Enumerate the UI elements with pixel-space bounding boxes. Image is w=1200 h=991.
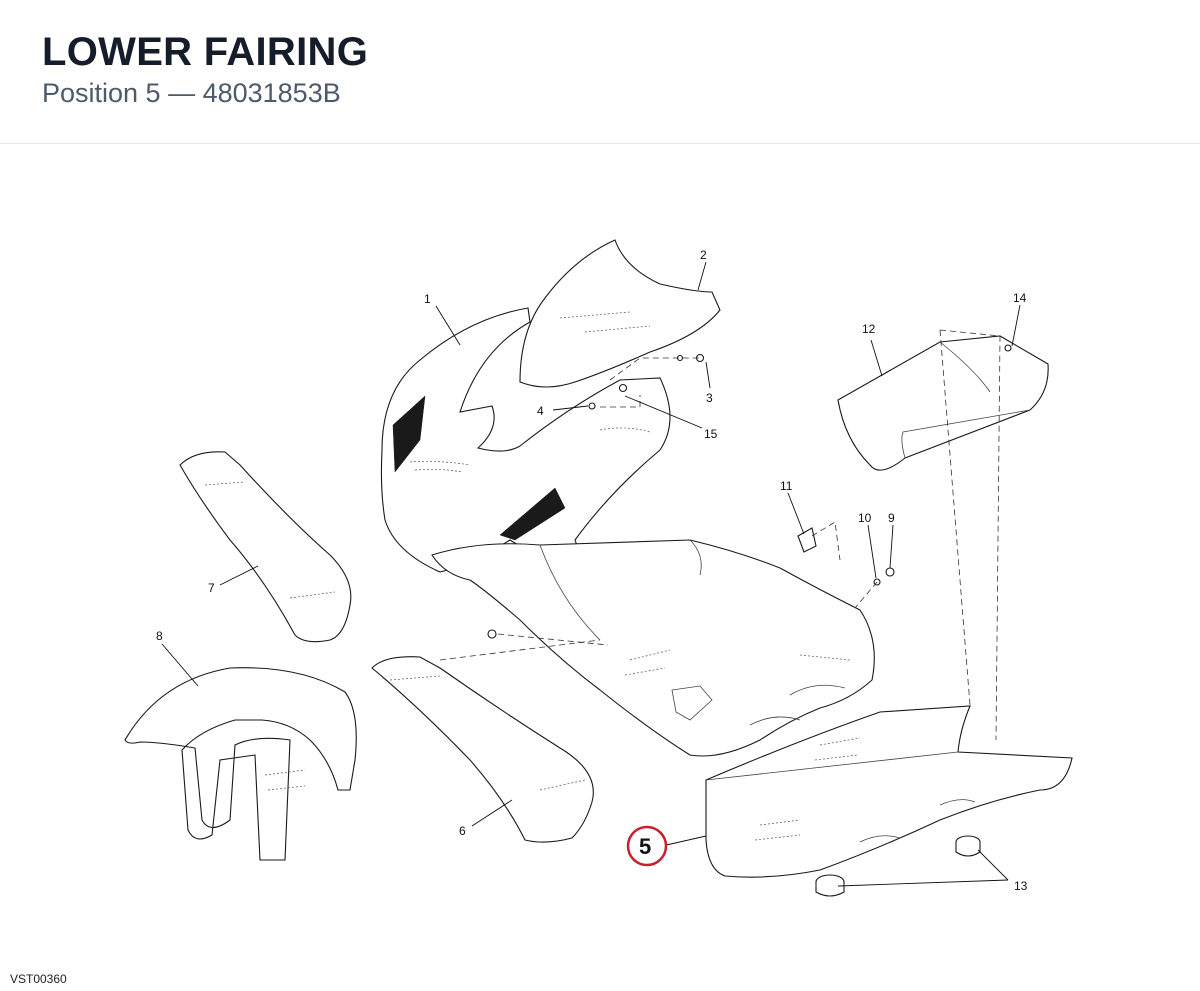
highlight-ring <box>626 825 668 867</box>
callout-leaders <box>161 261 1021 887</box>
page-title: LOWER FAIRING <box>42 30 369 74</box>
callout-7: 7 <box>208 581 215 595</box>
page-header: LOWER FAIRING Position 5 — 48031853B <box>0 0 1200 144</box>
part-12-cover[interactable] <box>837 335 1049 471</box>
callout-4: 4 <box>537 404 544 418</box>
callout-10: 10 <box>858 511 872 525</box>
part-5-lower-fairing[interactable] <box>705 705 1073 878</box>
callout-13: 13 <box>1014 879 1028 893</box>
callout-8: 8 <box>156 629 163 643</box>
part-8-front-mudguard[interactable] <box>124 667 357 861</box>
callout-9: 9 <box>888 511 895 525</box>
part-6-side-panel[interactable] <box>371 656 594 843</box>
callout-12: 12 <box>862 322 876 336</box>
page-subtitle: Position 5 — 48031853B <box>42 78 341 108</box>
callout-labels: 1 2 3 4 15 7 8 6 9 10 11 12 14 13 <box>156 248 1028 893</box>
callout-15: 15 <box>704 427 718 441</box>
callout-2: 2 <box>700 248 707 262</box>
callout-14: 14 <box>1013 291 1027 305</box>
part-13-grommets[interactable] <box>815 835 981 897</box>
callout-1: 1 <box>424 292 431 306</box>
callout-3: 3 <box>706 391 713 405</box>
part-2-windscreen[interactable] <box>519 239 721 388</box>
assembly-guide-lines <box>439 329 1001 741</box>
callout-6: 6 <box>459 824 466 838</box>
highlight-label: 5 <box>639 834 651 859</box>
part-1-upper-fairing[interactable] <box>380 307 671 573</box>
part-fairing-mid-body[interactable] <box>431 539 875 757</box>
highlight-position-5[interactable]: 5 <box>626 825 668 867</box>
callout-11: 11 <box>780 479 793 493</box>
part-7-side-panel[interactable] <box>179 451 352 643</box>
drawing-code: VST00360 <box>10 972 67 986</box>
